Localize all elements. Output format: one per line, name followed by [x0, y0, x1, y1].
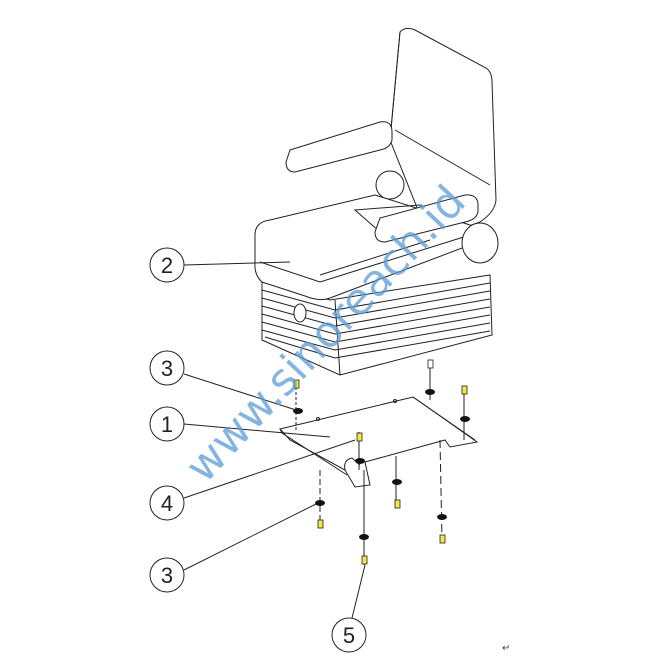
callout-1: 1 [149, 406, 185, 442]
callout-2: 2 [149, 247, 185, 283]
callout-label: 3 [161, 356, 173, 381]
return-mark: ↵ [502, 643, 510, 654]
callout-label: 5 [343, 623, 355, 648]
callout-4: 4 [149, 485, 185, 521]
callout-5: 5 [331, 617, 367, 653]
leader-lines [183, 261, 366, 619]
callout-label: 4 [161, 491, 173, 516]
callout-label: 3 [161, 563, 173, 588]
mounting-plate [279, 396, 479, 488]
callout-3-upper: 3 [149, 350, 185, 386]
backrest [389, 27, 497, 241]
right-armrest [374, 194, 479, 243]
side-knob [461, 222, 499, 264]
fasteners [293, 359, 470, 565]
left-armrest [285, 121, 393, 173]
callout-label: 1 [161, 412, 173, 437]
callout-3-lower: 3 [149, 557, 185, 593]
seat-drawing [254, 27, 499, 376]
callout-label: 2 [161, 253, 173, 278]
